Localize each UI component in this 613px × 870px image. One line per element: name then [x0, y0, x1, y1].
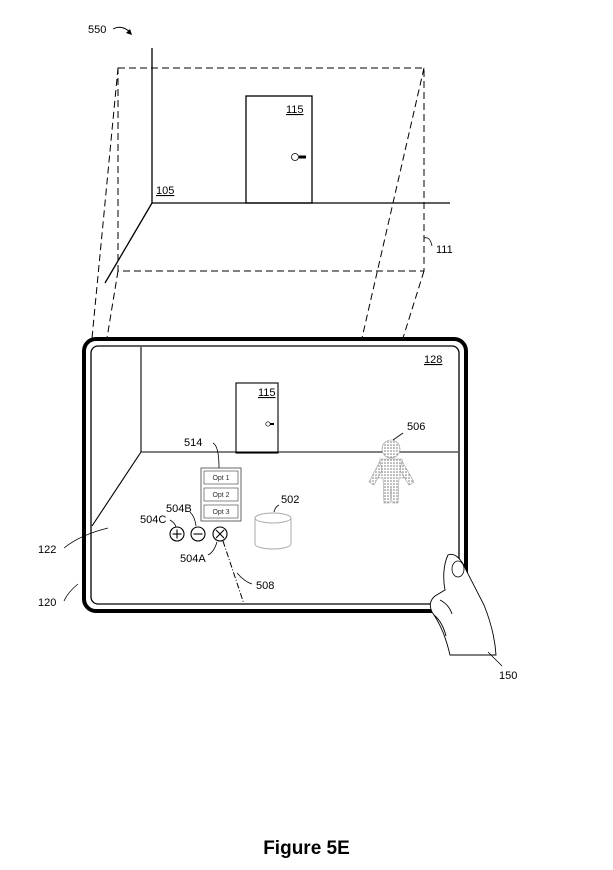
option-menu: Opt 1 Opt 2 Opt 3 — [200, 467, 242, 522]
frustum-edge-left-outer — [91, 67, 119, 339]
leader-502 — [273, 504, 280, 513]
screen-scene: 115 128 506 Opt 1 Opt 2 Opt 3 — [91, 347, 458, 605]
thumbnail — [451, 560, 465, 578]
label-120: 120 — [38, 597, 56, 609]
menu-option-1-label: Opt 1 — [212, 475, 229, 482]
label-504A: 504A — [180, 553, 206, 565]
label-508: 508 — [256, 580, 274, 592]
leader-111 — [423, 237, 433, 247]
tablet-device — [82, 337, 468, 613]
view-frustum — [91, 67, 425, 339]
person-head — [381, 439, 401, 459]
screen-door-latch — [270, 423, 274, 425]
label-150: 150 — [499, 670, 517, 682]
label-504C: 504C — [140, 514, 166, 526]
menu-option-1[interactable]: Opt 1 — [203, 470, 239, 485]
leader-504B — [189, 511, 197, 527]
virtual-person — [368, 439, 415, 504]
leader-504C — [169, 519, 177, 528]
screen-door — [235, 382, 279, 454]
label-504B: 504B — [166, 503, 192, 515]
selection-ray — [222, 540, 245, 605]
hand-palm-line — [433, 614, 447, 637]
hand — [429, 553, 497, 656]
cylinder-body — [254, 518, 292, 550]
leader-120 — [63, 583, 79, 602]
room-floor-side-edge — [104, 202, 153, 284]
label-128: 128 — [424, 354, 442, 366]
label-115-screen: 115 — [258, 387, 276, 399]
label-514: 514 — [184, 437, 202, 449]
leader-508 — [236, 572, 253, 585]
figure-caption: Figure 5E — [263, 838, 350, 859]
menu-option-2-label: Opt 2 — [212, 492, 229, 499]
label-550: 550 — [88, 24, 106, 36]
leader-122 — [63, 527, 109, 549]
close-icon-b — [215, 529, 225, 539]
person-arm-right — [399, 460, 415, 486]
screen-floor-side-edge — [91, 451, 142, 527]
menu-option-1-box[interactable] — [203, 470, 239, 485]
menu-option-3-label: Opt 3 — [212, 509, 229, 516]
label-502: 502 — [281, 494, 299, 506]
device-screen — [90, 345, 460, 605]
room-door-latch — [299, 155, 306, 159]
virtual-object-cylinder — [254, 512, 292, 550]
menu-option-3[interactable]: Opt 3 — [203, 504, 239, 519]
cylinder-top — [254, 512, 292, 524]
frustum-rect — [117, 67, 425, 272]
menu-option-2-box[interactable] — [203, 487, 239, 502]
frustum-edge-left-inner — [106, 270, 119, 339]
frustum-edge-right-inner — [402, 270, 425, 339]
leader-150 — [487, 651, 503, 667]
label-506: 506 — [407, 421, 425, 433]
label-122: 122 — [38, 544, 56, 556]
minus-control[interactable] — [190, 526, 206, 542]
frustum-edge-right-outer — [361, 67, 425, 339]
menu-option-2[interactable]: Opt 2 — [203, 487, 239, 502]
leader-504A — [207, 541, 218, 556]
room-door-knob — [291, 153, 299, 161]
person-arm-left — [368, 460, 383, 486]
plus-control[interactable] — [169, 526, 185, 542]
label-115-room: 115 — [286, 104, 304, 116]
room-door — [245, 95, 313, 204]
real-room: 115 105 — [104, 48, 450, 284]
label-111: 111 — [436, 244, 453, 256]
hand-finger-crease — [439, 599, 453, 615]
leader-514 — [212, 442, 220, 469]
arrowhead-550 — [126, 29, 132, 35]
menu-option-3-box[interactable] — [203, 504, 239, 519]
hand-outline — [429, 553, 497, 656]
screen-door-knob — [265, 421, 271, 427]
close-control[interactable] — [212, 526, 228, 542]
leader-506 — [392, 432, 404, 441]
label-105: 105 — [156, 185, 174, 197]
